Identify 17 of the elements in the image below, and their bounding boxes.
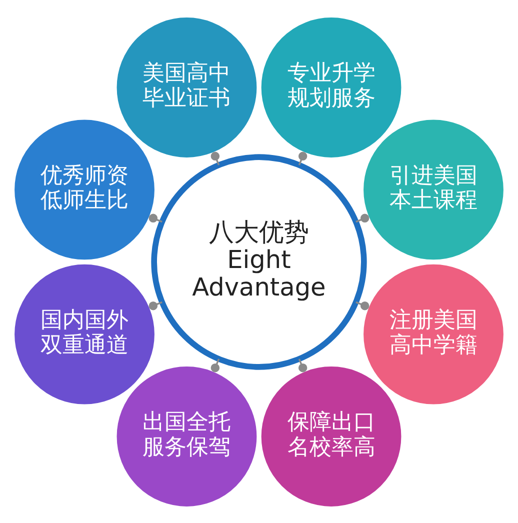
node-circle: 八大优势 Eight Advantage: [151, 154, 367, 370]
node-circle: 注册美国高中学籍: [362, 262, 505, 406]
node-circle: 引进美国本土课程: [362, 118, 505, 261]
connector: [210, 151, 220, 165]
connector: [210, 358, 220, 372]
node-circle: 专业升学规划服务: [260, 16, 403, 158]
connector: [148, 300, 162, 310]
node-circle: 国内国外双重通道: [13, 262, 156, 406]
connector: [298, 151, 308, 165]
connector: [148, 213, 162, 222]
node-circle: 优秀师资低师生比: [13, 118, 156, 261]
connector: [298, 358, 308, 372]
connector: [356, 300, 370, 310]
connector: [356, 213, 370, 222]
node-circle: 美国高中毕业证书: [115, 16, 258, 158]
node-circle: 保障出口名校率高: [260, 364, 403, 508]
node-circle: 出国全托服务保驾: [115, 364, 258, 508]
